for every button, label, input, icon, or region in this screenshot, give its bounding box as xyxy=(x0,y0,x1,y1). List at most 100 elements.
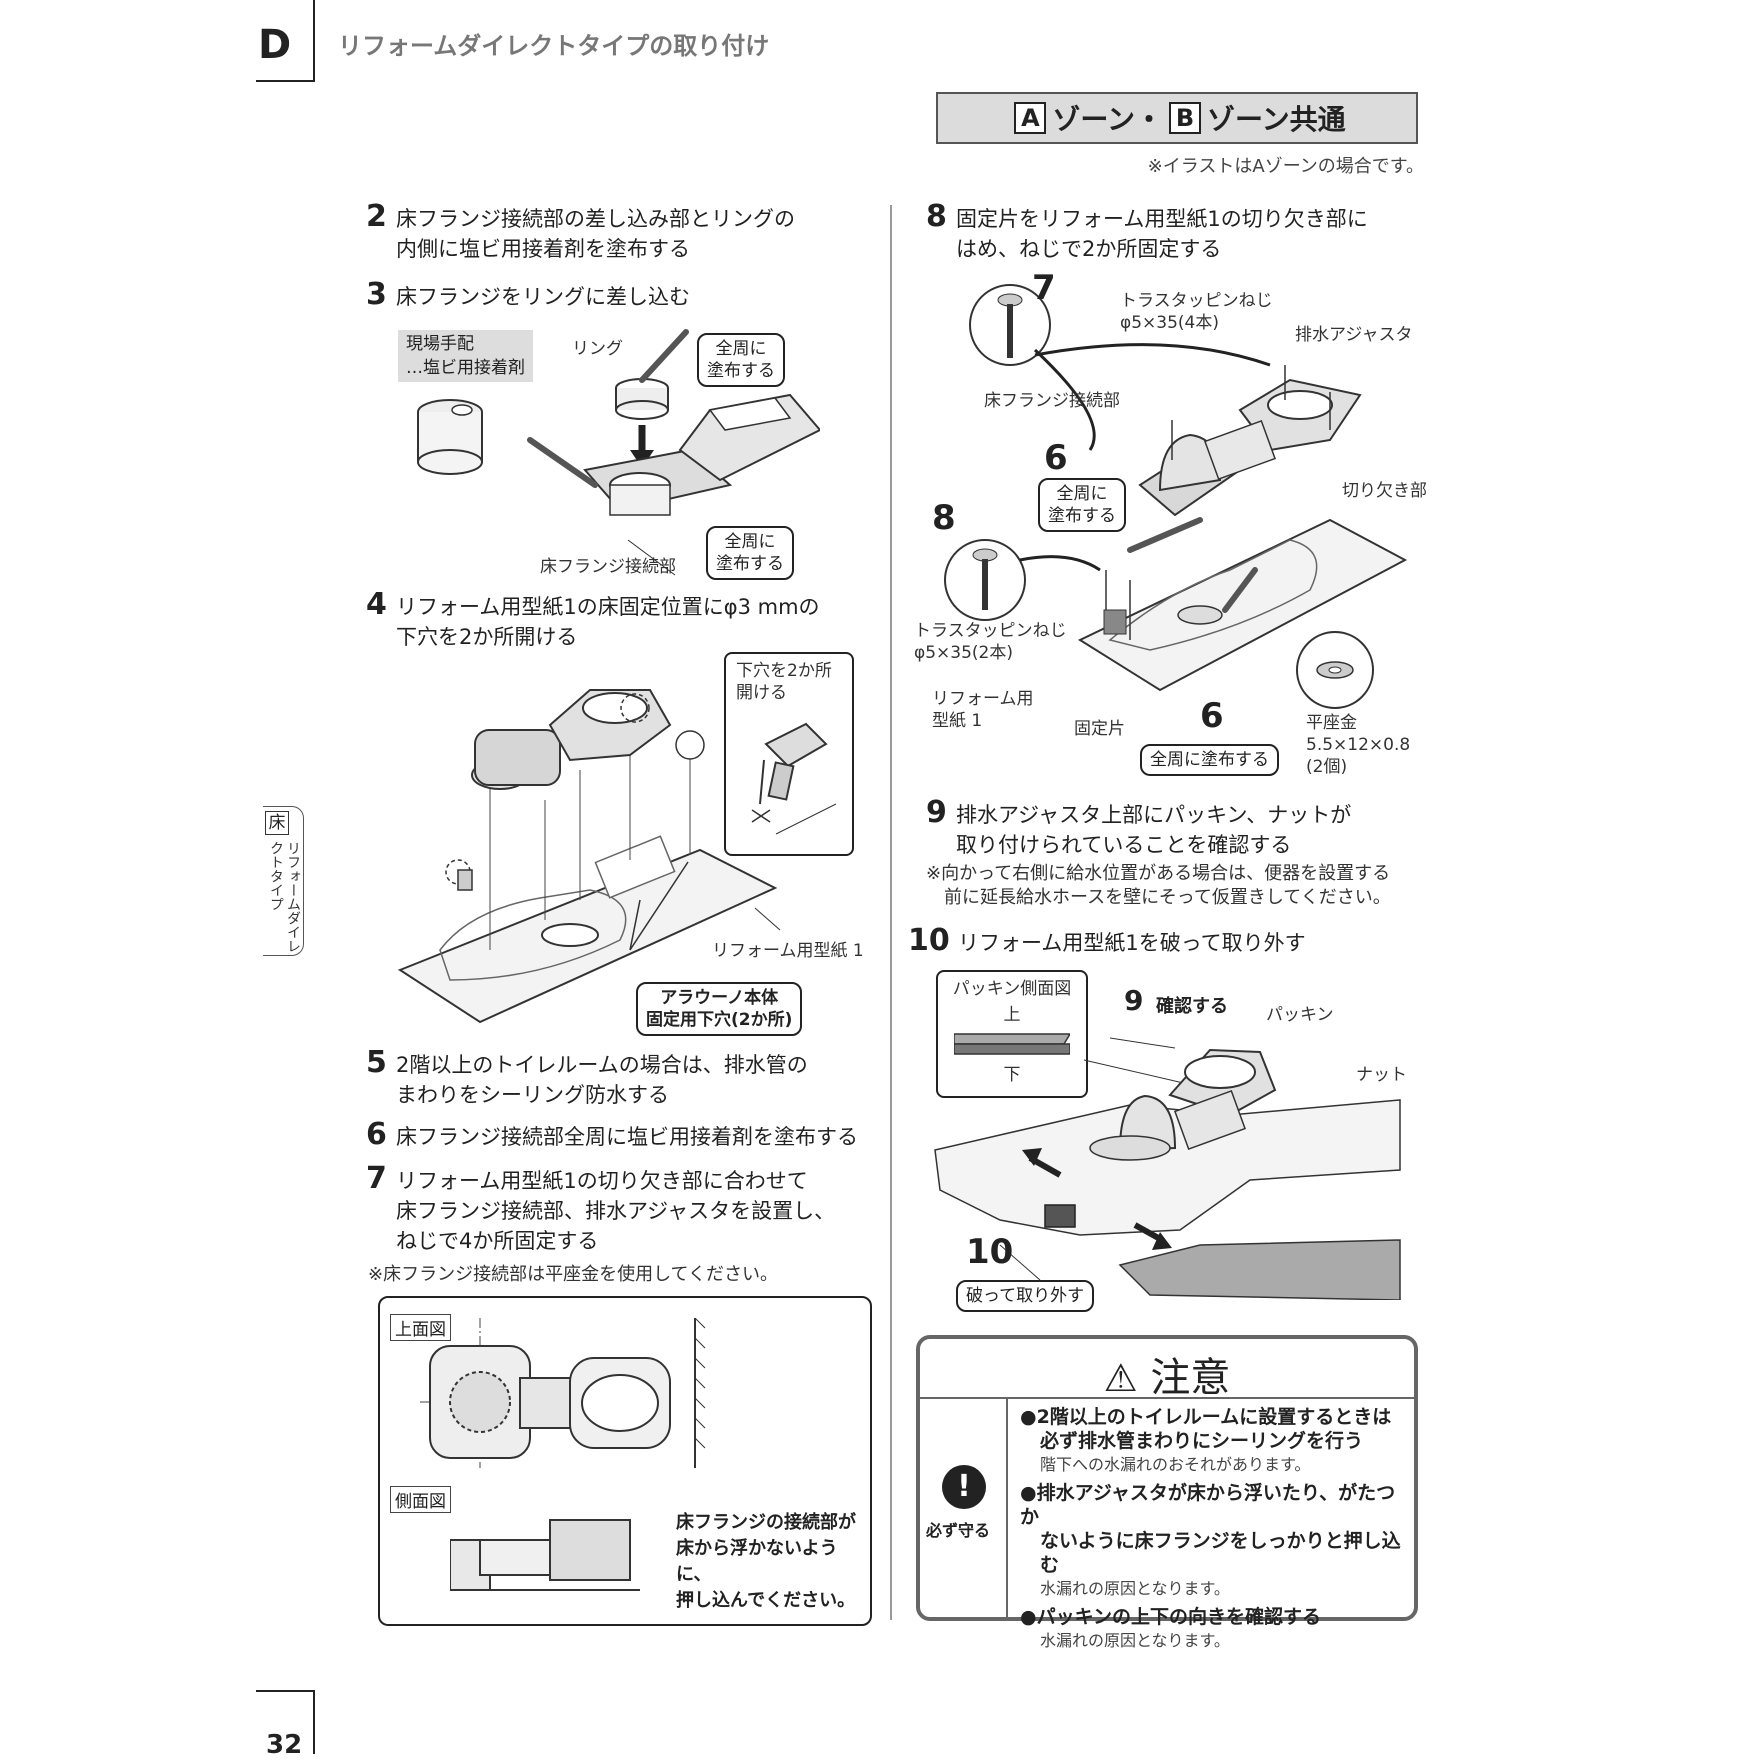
caution-divider xyxy=(920,1397,1414,1399)
label-line: トラスタッピンねじ xyxy=(1120,291,1273,311)
step-7-note: ※床フランジ接続部は平座金を使用してください。 xyxy=(368,1264,778,1285)
label-line: φ5×35(4本) xyxy=(1120,313,1219,333)
zone-b-label: B xyxy=(1169,102,1201,134)
step-line: ねじで4か所固定する xyxy=(396,1229,599,1253)
caution-item-sub: 水漏れの原因となります。 xyxy=(1040,1631,1230,1650)
step-line: はめ、ねじで2か所固定する xyxy=(956,237,1222,261)
caution-item: ●パッキンの上下の向きを確認する 水漏れの原因となります。 xyxy=(1020,1605,1408,1653)
fig8-num-7: 7 xyxy=(1032,268,1056,308)
step-line: 床フランジ接続部の差し込み部とリングの xyxy=(396,207,795,231)
must-follow-label: 必ず守る xyxy=(926,1521,991,1540)
flange-label-r: 床フランジ接続部 xyxy=(984,391,1120,411)
step-line: リフォーム用型紙1の床固定位置にφ3 mmの xyxy=(396,595,820,619)
note-line: 床フランジの接続部が xyxy=(676,1512,856,1533)
coat-callout-ring: 全周に 塗布する xyxy=(697,333,785,387)
caution-items: ●2階以上のトイレルームに設置するときは 必ず排水管まわりにシーリングを行う 階… xyxy=(1020,1405,1408,1653)
callout-line: アラウーノ本体 xyxy=(660,988,779,1008)
step-line: 2階以上のトイレルームの場合は、排水管の xyxy=(396,1053,808,1077)
washer-label: 平座金 5.5×12×0.8 (2個) xyxy=(1306,712,1410,778)
fig8-num-6a: 6 xyxy=(1044,438,1068,478)
site-supply-tag: 現場手配 …塩ビ用接着剤 xyxy=(398,330,533,382)
step-line: 排水アジャスタ上部にパッキン、ナットが xyxy=(956,803,1352,827)
step-line: リフォーム用型紙1を破って取り外す xyxy=(958,931,1306,955)
step-number: 7 xyxy=(366,1161,387,1196)
step-line: 床フランジ接続部、排水アジャスタを設置し、 xyxy=(396,1199,836,1223)
zone-banner: A ゾーン・ B ゾーン共通 xyxy=(936,92,1418,144)
coat-all-callout: 全周に塗布する xyxy=(1140,744,1279,776)
step-line: 内側に塩ビ用接着剤を塗布する xyxy=(396,237,690,261)
caution-item-text: ないように床フランジをしっかりと押し込む xyxy=(1040,1530,1401,1576)
fig8-num-6b: 6 xyxy=(1200,696,1224,736)
caution-vdivider xyxy=(1006,1399,1008,1617)
section-letter: D xyxy=(258,22,292,68)
step-number: 4 xyxy=(366,587,387,622)
drill-icon xyxy=(751,722,837,835)
label-line: (2個) xyxy=(1306,757,1348,777)
note-line: ※向かって右側に給水位置がある場合は、便器を設置する xyxy=(926,863,1391,884)
step-line: 床フランジ接続部全周に塩ビ用接着剤を塗布する xyxy=(396,1125,858,1149)
fig10-num-9: 9 xyxy=(1124,984,1144,1017)
tag-line: 現場手配 xyxy=(406,334,474,354)
caution-item: ●排水アジャスタが床から浮いたり、がたつか ないように床フランジをしっかりと押し… xyxy=(1020,1481,1408,1601)
callout-line: 塗布する xyxy=(716,554,784,574)
zone-a-label: A xyxy=(1014,102,1047,134)
step-number: 2 xyxy=(366,199,387,234)
cutout-label: 切り欠き部 xyxy=(1342,481,1427,501)
zone-note: ※イラストはAゾーンの場合です。 xyxy=(1147,156,1424,177)
top-side-view-box: 上面図 側面図 床フランジの接続部が 床から浮かないように、 押し込んでください… xyxy=(378,1296,872,1626)
mandatory-exclamation-icon: ! xyxy=(942,1465,986,1509)
template-label: リフォーム用型紙 1 xyxy=(712,941,864,961)
caution-item-text: ●2階以上のトイレルームに設置するときは xyxy=(1020,1406,1392,1428)
screw4-label: トラスタッピンねじ φ5×35(4本) xyxy=(1120,290,1273,334)
step-4: 4 リフォーム用型紙1の床固定位置にφ3 mmの 下穴を2か所開ける xyxy=(366,587,820,652)
page-title: リフォームダイレクトタイプの取り付け xyxy=(338,32,770,60)
header-divider xyxy=(313,0,315,82)
side-view-note: 床フランジの接続部が 床から浮かないように、 押し込んでください。 xyxy=(676,1510,870,1614)
note-line: 前に延長給水ホースを壁にそって仮置きしてください。 xyxy=(944,887,1391,908)
fixing-piece-label: 固定片 xyxy=(1074,719,1125,739)
callout-line: 全周に xyxy=(724,532,776,552)
tear-callout: 破って取り外す xyxy=(956,1280,1095,1312)
label-line: トラスタッピンねじ xyxy=(914,621,1067,641)
step-number: 10 xyxy=(908,923,950,958)
header-underline xyxy=(256,80,314,82)
step-9: 9 排水アジャスタ上部にパッキン、ナットが 取り付けられていることを確認する xyxy=(926,795,1352,860)
top-view-drawing xyxy=(420,1318,706,1468)
step-10: 10 リフォーム用型紙1を破って取り外す xyxy=(908,923,1306,958)
fixing-piece-illustration xyxy=(944,284,1408,709)
caution-item-sub: 階下への水漏れのおそれがあります。 xyxy=(1040,1455,1311,1474)
side-tab-kanji: 床 xyxy=(265,811,289,835)
step-number: 9 xyxy=(926,795,947,830)
page-number: 32 xyxy=(266,1730,303,1760)
caution-item-sub: 水漏れの原因となります。 xyxy=(1040,1579,1230,1598)
packing-down: 下 xyxy=(1003,1065,1021,1085)
nut-label: ナット xyxy=(1356,1065,1407,1085)
template-drilling-illustration xyxy=(397,689,781,1024)
top-view-label: 上面図 xyxy=(390,1314,451,1341)
step-number: 5 xyxy=(366,1045,387,1080)
step-5: 5 2階以上のトイレルームの場合は、排水管の まわりをシーリング防水する xyxy=(366,1045,808,1110)
step-number: 3 xyxy=(366,277,387,312)
label-line: 型紙 1 xyxy=(932,711,983,731)
zone-tail-text: ゾーン共通 xyxy=(1207,103,1346,136)
coat-callout-r: 全周に 塗布する xyxy=(1038,478,1126,532)
section-side-tab: 床 リフォームダイレクトタイプ xyxy=(263,806,304,956)
step-9-note: ※向かって右側に給水位置がある場合は、便器を設置する 前に延長給水ホースを壁にそ… xyxy=(926,862,1391,910)
coat-callout-flange: 全周に 塗布する xyxy=(706,526,794,580)
note-line: 床から浮かないように、 xyxy=(676,1538,838,1585)
confirm-label: 確認する xyxy=(1156,996,1228,1017)
packing-label: パッキン xyxy=(1266,1005,1334,1025)
label-line: リフォーム用 xyxy=(932,689,1034,709)
packing-side-view: パッキン側面図 上 下 xyxy=(936,970,1088,1098)
tear-template-illustration xyxy=(934,1037,1401,1300)
screw2-label: トラスタッピンねじ φ5×35(2本) xyxy=(914,620,1067,664)
flange-ring-illustration xyxy=(417,329,820,576)
template-label-r: リフォーム用 型紙 1 xyxy=(932,688,1034,732)
step-8: 8 固定片をリフォーム用型紙1の切り欠き部に はめ、ねじで2か所固定する xyxy=(926,202,1368,264)
callout-line: 全周に xyxy=(1056,484,1108,504)
fig8-num-8: 8 xyxy=(932,498,956,538)
adjuster-label: 排水アジャスタ xyxy=(1295,325,1413,345)
packing-section-icon xyxy=(954,1033,1070,1055)
caution-item-text: ●排水アジャスタが床から浮いたり、がたつか xyxy=(1020,1482,1396,1528)
tag-line: …塩ビ用接着剤 xyxy=(406,358,525,378)
